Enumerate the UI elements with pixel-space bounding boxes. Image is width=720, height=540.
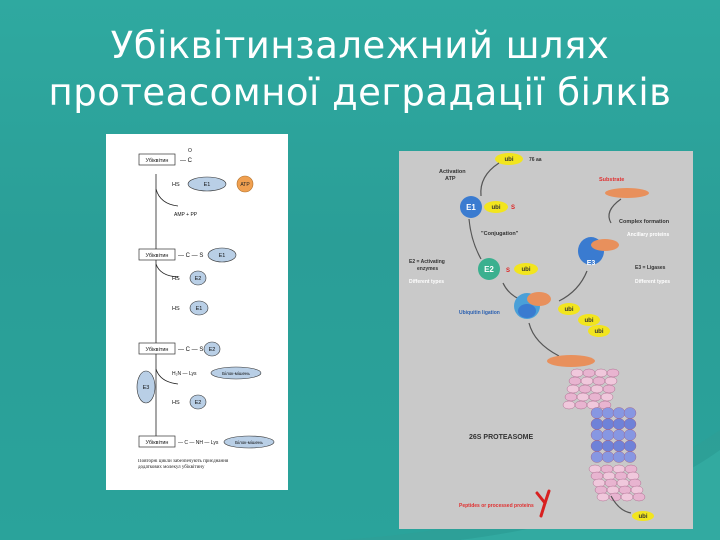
- slide-title: Убіквітинзалежний шлях протеасомної дегр…: [0, 22, 720, 116]
- peptides-shape: [535, 489, 551, 518]
- atp-circle: [236, 175, 254, 193]
- svg-text:— C — S: — C — S: [178, 347, 203, 353]
- ubiquitin-label-1: Убіквітин: [146, 158, 169, 164]
- e1-enzyme-3: [189, 300, 209, 316]
- e3-label: E3: [143, 385, 150, 391]
- ubiquitin-label-2: Убіквітин: [146, 253, 169, 259]
- e2-label-2: E2: [209, 347, 216, 353]
- substrate-shape: [605, 188, 649, 198]
- substrate-label: Substrate: [599, 177, 624, 183]
- complex-label: Complex formation: [619, 219, 670, 225]
- conjugation-label: "Conjugation": [481, 231, 519, 237]
- e1-label: E1: [466, 203, 476, 212]
- ubi-released: [632, 511, 654, 521]
- ubi-chain-1-label: ubi: [565, 307, 574, 313]
- e2-enzyme-1: [189, 270, 207, 286]
- hs-label-4: HS: [172, 400, 180, 406]
- e1-enzyme-2: [207, 247, 237, 263]
- e2-label-1: E2: [195, 276, 202, 282]
- ubiquitination-scheme: Убіквітин — C O HS E1 ATP AMP + PP Убікв…: [106, 134, 288, 490]
- e1-enzyme: [460, 196, 482, 218]
- e3-enzyme: [136, 370, 156, 404]
- e1-enzyme: [187, 176, 227, 192]
- e2-label-3: E2: [195, 400, 202, 406]
- ubi-e2: [514, 263, 538, 275]
- ubi-chain-2: [578, 314, 600, 326]
- e3-ligases: E3 = Ligases: [635, 265, 666, 271]
- e1-label-3: E1: [196, 306, 203, 312]
- e2-enzyme-3: [189, 394, 207, 410]
- svg-text:O: O: [188, 148, 192, 154]
- e1-label-2: E1: [219, 253, 226, 259]
- target-protein-label-1: Білок-мішень: [222, 371, 250, 376]
- ubi-chain-3: [588, 325, 610, 337]
- ubi-released-label: ubi: [639, 514, 648, 520]
- title-line-1: Убіквітинзалежний шлях: [110, 24, 610, 67]
- left-caption: Повторні цикли забезпечують приєднання д…: [138, 459, 229, 470]
- e3-types: Different types: [635, 279, 670, 285]
- e2-enzyme-2: [203, 341, 221, 357]
- ubiquitin-label-4: Убіквітин: [146, 440, 169, 446]
- s-label-1: S: [511, 205, 515, 211]
- proteasome-26s: [547, 355, 646, 502]
- e2-enzyme: [478, 258, 500, 280]
- hs-label-1: HS: [172, 182, 180, 188]
- ubi-e1: [484, 201, 508, 213]
- peptides-label: Peptides or processed proteins: [459, 503, 534, 509]
- e3-label: E3: [587, 260, 596, 267]
- ancillary-label: Ancillary proteins: [627, 232, 669, 238]
- atp-label: ATP: [240, 182, 250, 188]
- e2-label: E2: [484, 265, 494, 274]
- ubi-size: 76 aa: [529, 157, 542, 163]
- amp-label: AMP + PP: [174, 212, 198, 218]
- ubi-e1-label: ubi: [492, 205, 501, 211]
- title-line-2: протеасомної деградації білків: [48, 71, 672, 114]
- s-label-2: S: [506, 268, 510, 274]
- svg-text:— C — NH — Lys: — C — NH — Lys: [178, 440, 219, 446]
- e2-types: Different types: [409, 279, 444, 285]
- ubi-chain-1: [558, 303, 580, 315]
- ligation-label: Ubiquitin ligation: [459, 310, 500, 316]
- target-protein-1: [210, 366, 262, 380]
- svg-text:H₂N — Lys: H₂N — Lys: [172, 371, 197, 377]
- svg-text:— C: — C: [180, 158, 193, 164]
- hs-label-2: HS: [172, 276, 180, 282]
- ubi-chain-3-label: ubi: [595, 329, 604, 335]
- ubiquitin-label-3: Убіквітин: [146, 347, 169, 353]
- ubi-e2-label: ubi: [522, 267, 531, 273]
- proteasome-label: 26S PROTEASOME: [469, 434, 534, 441]
- target-protein-label-2: Білок-мішень: [235, 440, 263, 445]
- e1-label: E1: [204, 182, 211, 188]
- target-protein-2: [223, 435, 275, 449]
- ubi-chain-2-label: ubi: [585, 318, 594, 324]
- svg-text:— C — S: — C — S: [178, 253, 203, 259]
- ubi-top-label: ubi: [505, 157, 514, 163]
- hs-label-3: HS: [172, 306, 180, 312]
- ubi-top: [495, 153, 523, 165]
